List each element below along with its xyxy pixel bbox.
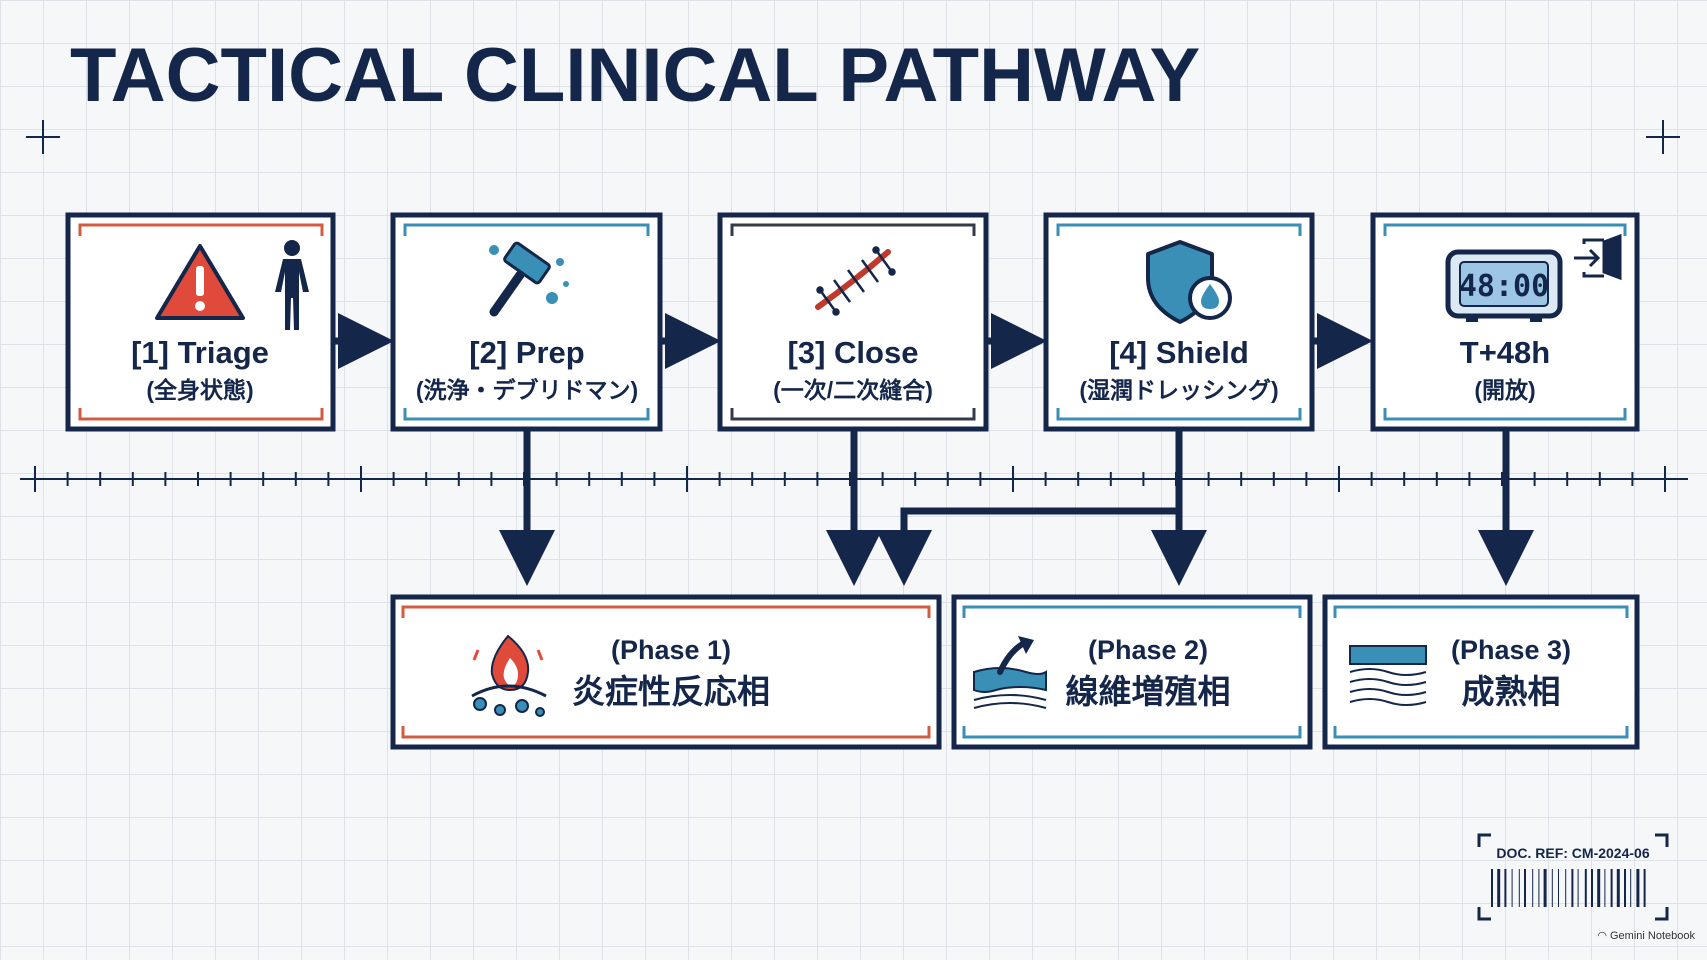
fibrous-tissue-icon	[973, 636, 1047, 709]
document-reference: DOC. REF: CM-2024-06	[1477, 833, 1669, 921]
shield-drop-icon	[1146, 240, 1232, 324]
phase-3-name: (Phase 3)	[1451, 635, 1571, 665]
timer-readout: 48:00	[1459, 269, 1549, 304]
exit-door-icon	[1574, 233, 1622, 281]
suture-icon	[815, 246, 896, 316]
barcode-bar	[1624, 869, 1626, 907]
step-5-title: T+48h	[1460, 335, 1550, 370]
step-prep: [2] Prep (洗浄・デブリドマン)	[390, 212, 663, 432]
step-5-subtitle: (開放)	[1474, 377, 1535, 403]
phase-3-box: (Phase 3) 成熟相	[1322, 594, 1640, 750]
phase-1-box: (Phase 1) 炎症性反応相	[390, 594, 942, 750]
barcode-bar	[1577, 869, 1579, 907]
barcode-bar	[1532, 869, 1534, 907]
step-1-subtitle: (全身状態)	[146, 377, 253, 403]
step-t48: 48:00 T+48h (開放)	[1370, 212, 1640, 432]
warning-triangle-icon	[155, 244, 245, 320]
docref-frame	[1477, 833, 1669, 921]
step-shield: [4] Shield (湿潤ドレッシング)	[1043, 212, 1315, 432]
barcode-bar	[1551, 869, 1553, 907]
barcode-icon	[1491, 869, 1646, 907]
barcode-bar	[1524, 869, 1526, 907]
page-title: TACTICAL CLINICAL PATHWAY	[70, 33, 1201, 118]
barcode-bar	[1630, 869, 1632, 907]
barcode-bar	[1616, 869, 1620, 907]
barcode-bar	[1636, 869, 1640, 907]
barcode-bar	[1571, 869, 1574, 907]
step-4-title: [4] Shield	[1109, 335, 1249, 370]
barcode-bar	[1610, 869, 1613, 907]
step-3-subtitle: (一次/二次縫合)	[773, 377, 933, 403]
barcode-bar	[1584, 869, 1587, 907]
phase-2-name: (Phase 2)	[1088, 635, 1208, 665]
step-close: [3] Close (一次/二次縫合)	[717, 212, 989, 432]
connectors	[335, 313, 1534, 586]
barcode-bar	[1565, 869, 1567, 907]
digital-clock-icon: 48:00	[1445, 249, 1563, 322]
barcode-bar	[1504, 869, 1507, 907]
phase-2-label: 線維増殖相	[1066, 673, 1231, 710]
barcode-bar	[1518, 869, 1520, 907]
step-4-subtitle: (湿潤ドレッシング)	[1079, 377, 1278, 403]
brand-label: ◠ Gemini Notebook	[1597, 930, 1695, 942]
phase-2-box: (Phase 2) 線維増殖相	[951, 594, 1313, 750]
doc-ref-label: DOC. REF: CM-2024-06	[1496, 845, 1650, 861]
step-2-subtitle: (洗浄・デブリドマン)	[416, 377, 638, 403]
barcode-bar	[1543, 869, 1547, 907]
layered-tissue-icon	[1349, 645, 1427, 706]
step-3-title: [3] Close	[788, 335, 919, 370]
phase-3-label: 成熟相	[1462, 673, 1561, 710]
barcode-bar	[1643, 869, 1646, 907]
scrub-brush-icon	[489, 241, 569, 317]
corner-crosshair-left	[26, 120, 60, 154]
barcode-bar	[1591, 869, 1593, 907]
barcode-bar	[1491, 869, 1493, 907]
barcode-bar	[1604, 869, 1606, 907]
corner-crosshair-right	[1646, 120, 1680, 154]
brand-logo-icon: ◠	[1597, 930, 1610, 942]
step-2-title: [2] Prep	[469, 335, 584, 370]
phase-1-name: (Phase 1)	[611, 635, 731, 665]
barcode-bar	[1558, 869, 1559, 907]
barcode-bar	[1511, 869, 1513, 907]
human-body-icon	[275, 240, 309, 330]
phase-1-label: 炎症性反応相	[572, 673, 770, 710]
arrow-shield-phase1	[876, 507, 1179, 586]
fire-inflammation-icon	[471, 634, 547, 717]
step-1-title: [1] Triage	[131, 335, 269, 370]
step-triage: [1] Triage (全身状態)	[65, 212, 336, 432]
barcode-bar	[1538, 869, 1540, 907]
barcode-bar	[1497, 869, 1501, 907]
barcode-bar	[1597, 869, 1601, 907]
